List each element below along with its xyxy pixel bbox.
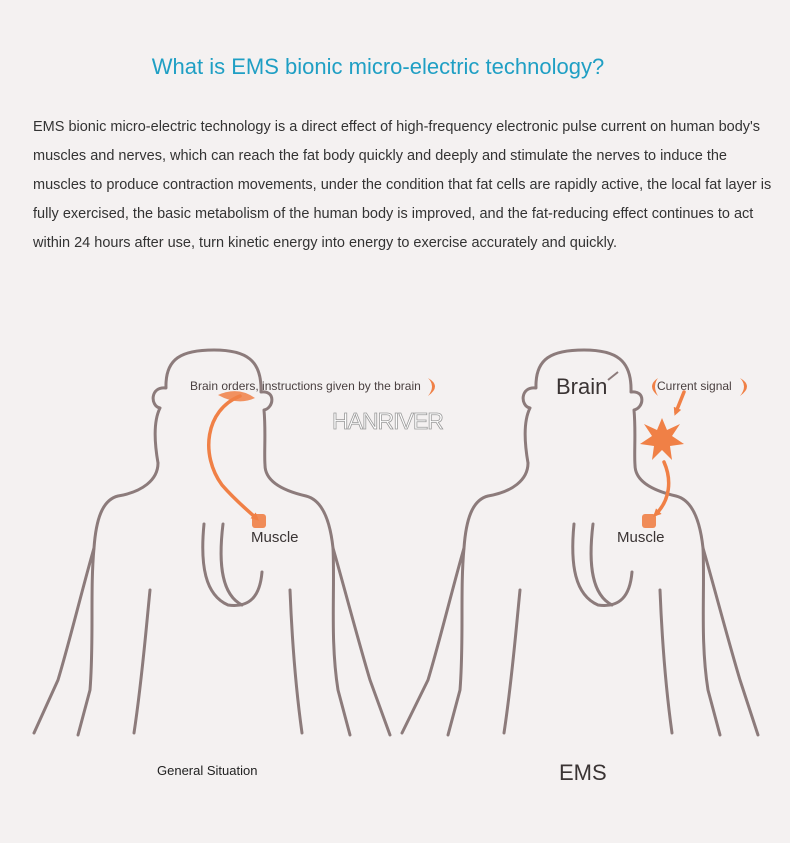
spark-to-muscle-arrow [653,460,671,517]
right-body-outline [400,348,760,737]
right-brain-label: Brain [556,374,607,399]
left-muscle-marker [252,514,266,528]
left-body-outline [32,348,392,737]
right-signal-label: Current signal [657,379,732,393]
right-muscle-marker [642,514,656,528]
signal-label-dot [740,378,747,396]
brain-origin-marker [218,391,255,402]
signal-origin-marker [652,378,658,396]
signal-arrow [673,390,686,416]
brain-accent-mark [607,371,619,381]
left-brain-label-dot [428,378,435,396]
left-muscle-label: Muscle [251,529,299,546]
page-title: What is EMS bionic micro-electric techno… [151,54,605,79]
watermark: HANRIVER [332,408,443,434]
brain-to-muscle-arrow [207,394,259,521]
left-brain-label: Brain orders, instructions given by the … [190,379,421,393]
right-caption: EMS [559,760,607,785]
spark-burst-icon [640,418,684,460]
description-paragraph: EMS bionic micro-electric technology is … [33,119,772,251]
right-muscle-label: Muscle [617,529,665,546]
left-caption: General Situation [157,763,257,778]
